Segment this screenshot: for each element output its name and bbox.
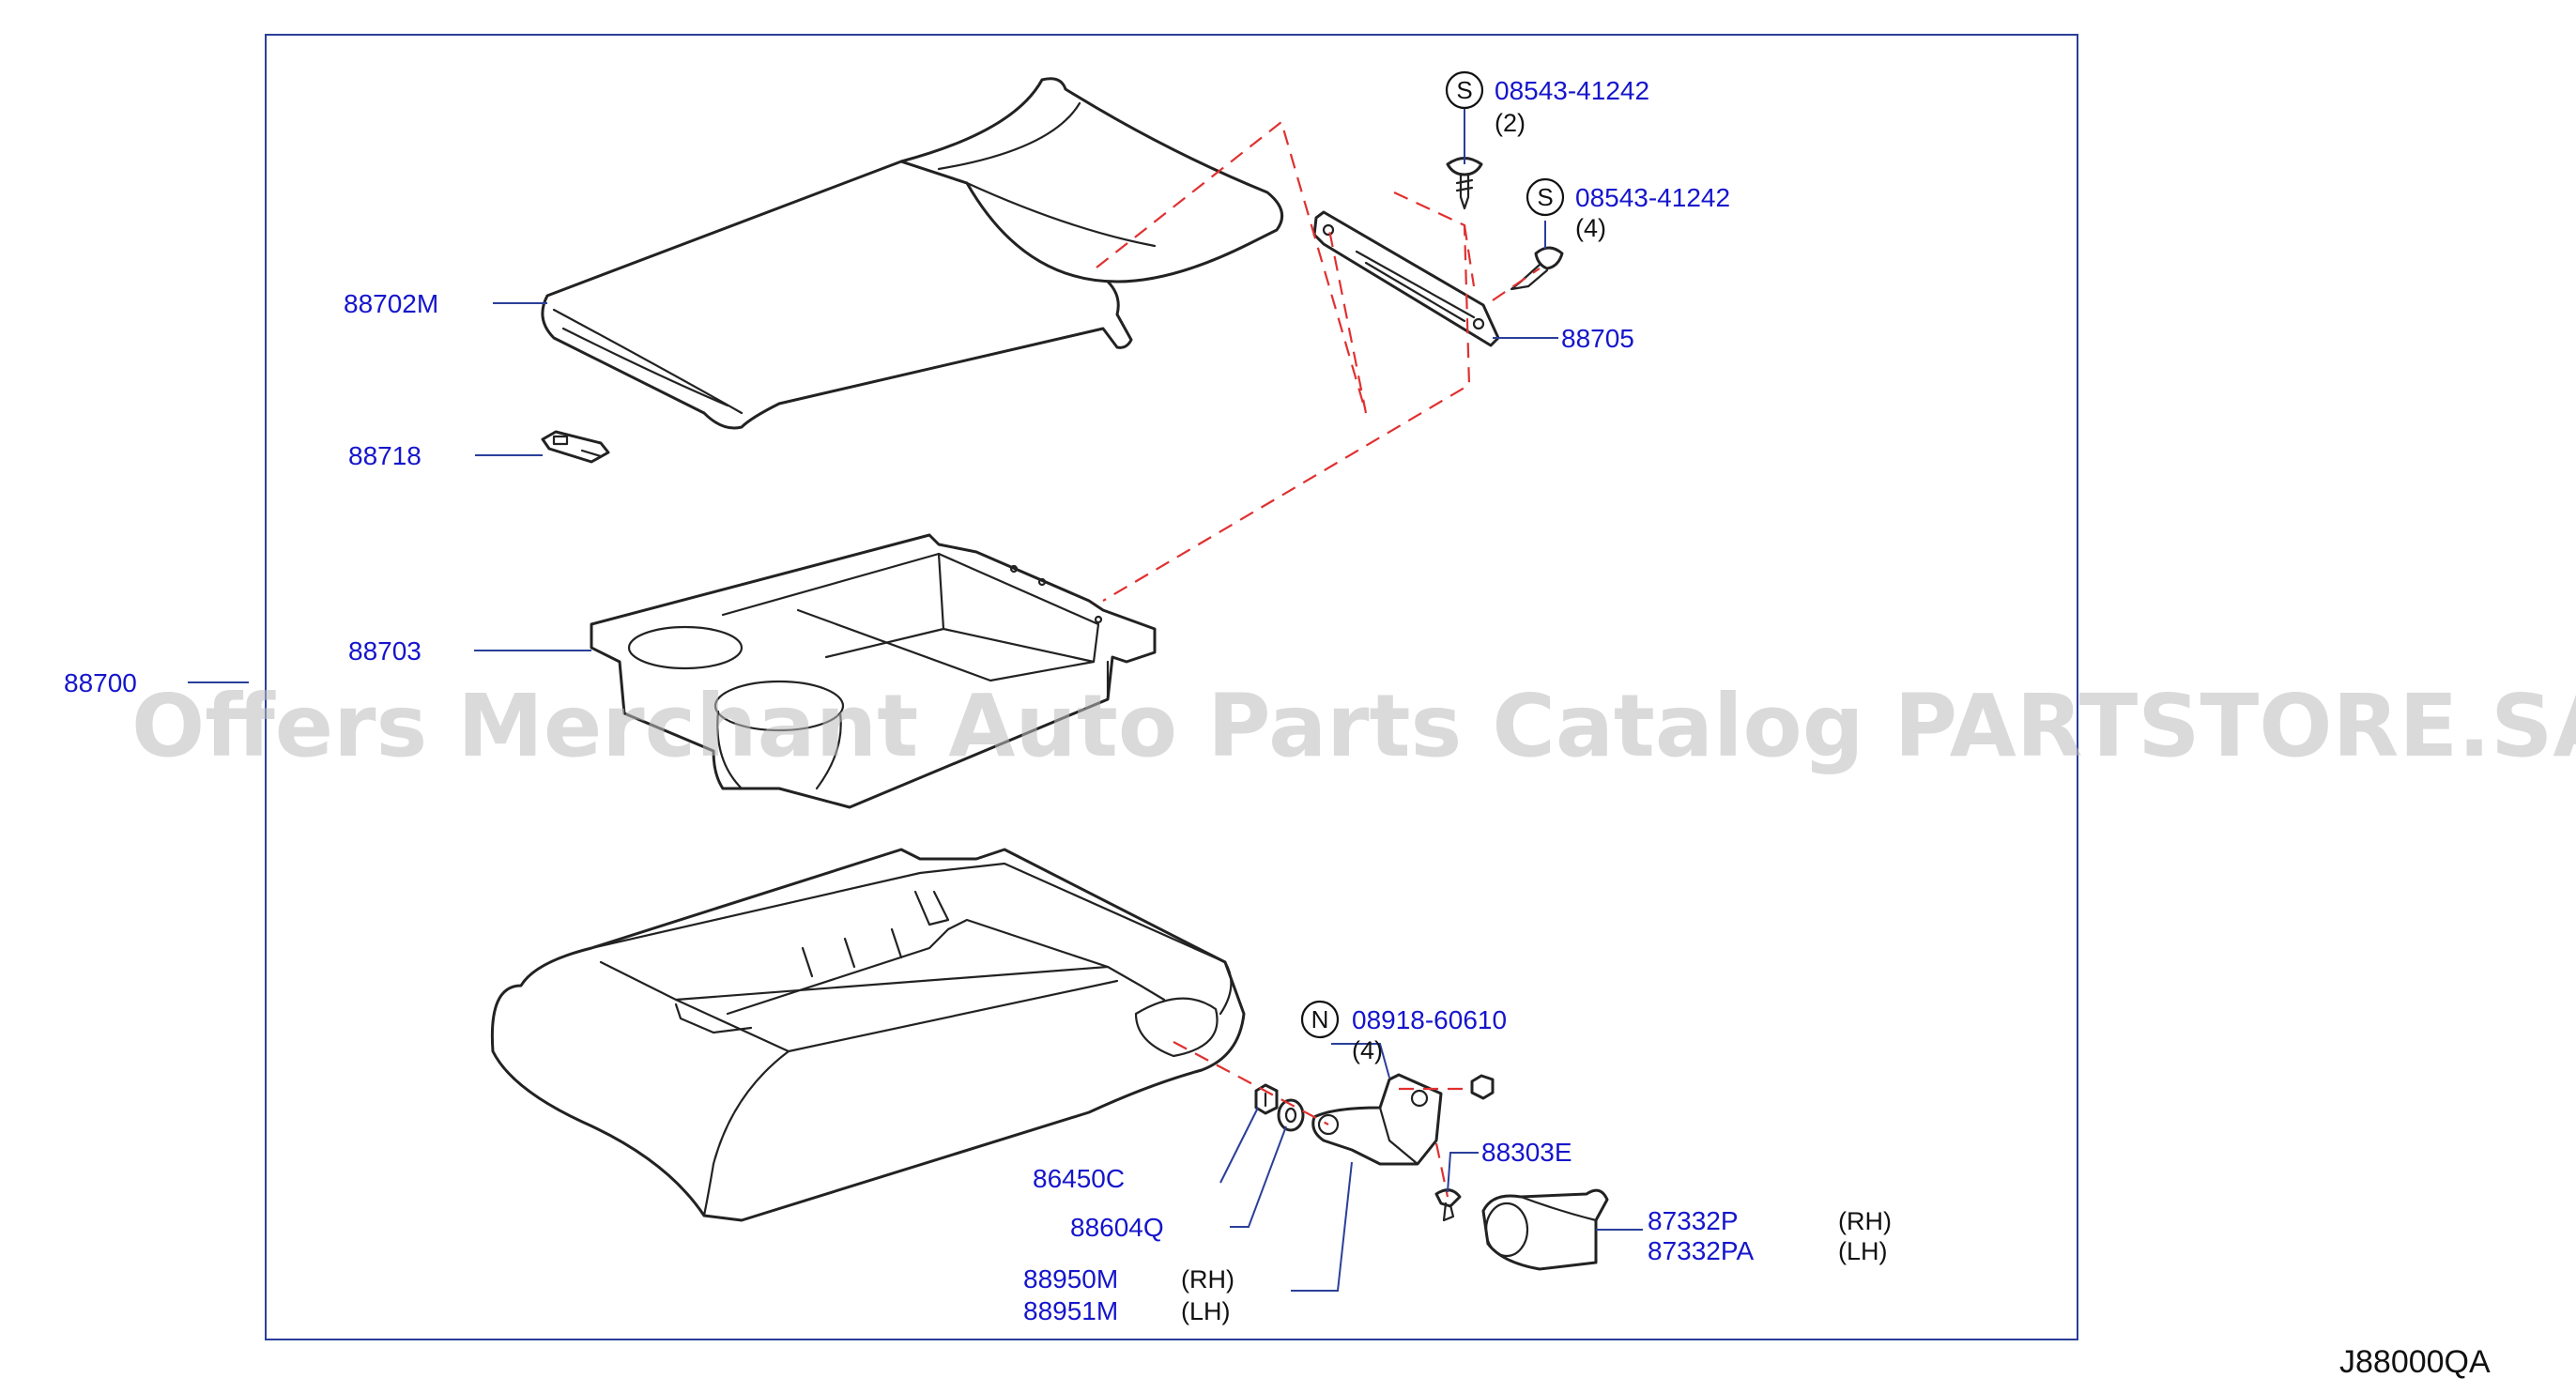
screw-top[interactable] bbox=[1446, 157, 1483, 210]
bracket-illustration[interactable] bbox=[1311, 1073, 1443, 1166]
drawing-code: J88000QA bbox=[2339, 1344, 2491, 1380]
standard-part-callout-2: S 08543-41242 (4) bbox=[1526, 177, 1730, 242]
nut-illustration[interactable] bbox=[1254, 1083, 1279, 1115]
diagram-frame bbox=[265, 34, 2078, 1340]
symbol-letter: S bbox=[1456, 76, 1472, 104]
label-assembly: 88700 bbox=[64, 668, 137, 697]
standard-part-number: 08543-41242 bbox=[1495, 76, 1649, 105]
standard-part-qty: (4) bbox=[1352, 1036, 1383, 1064]
standard-part-callout-3: N 08918-60610 (4) bbox=[1300, 1000, 1507, 1064]
standard-part-number: 08918-60610 bbox=[1352, 1005, 1507, 1034]
small-nut-illustration[interactable] bbox=[1470, 1074, 1495, 1100]
label-cover-rh-side: (RH) bbox=[1838, 1207, 1892, 1235]
label-bracket-lh: 88951M bbox=[1023, 1296, 1118, 1325]
standard-part-qty: (4) bbox=[1575, 214, 1606, 242]
label-cover-lh-side: (LH) bbox=[1838, 1237, 1888, 1265]
label-clip: 88303E bbox=[1481, 1138, 1572, 1167]
symbol-circle bbox=[1445, 70, 1484, 110]
watermark: Offers Merchant Auto Parts Catalog PARTS… bbox=[131, 676, 2576, 776]
washer-illustration[interactable] bbox=[1277, 1098, 1305, 1132]
symbol-letter: S bbox=[1537, 183, 1553, 211]
label-bracket-lh-side: (LH) bbox=[1181, 1297, 1231, 1325]
clip-illustration[interactable] bbox=[1434, 1188, 1462, 1222]
label-tray: 88703 bbox=[348, 636, 422, 666]
standard-part-number: 08543-41242 bbox=[1575, 183, 1730, 212]
latch-illustration[interactable] bbox=[541, 430, 610, 464]
symbol-letter: N bbox=[1311, 1005, 1329, 1033]
label-bracket-rh: 88950M bbox=[1023, 1264, 1118, 1294]
standard-part-callout-1: S 08543-41242 (2) bbox=[1445, 70, 1649, 137]
symbol-circle bbox=[1300, 1000, 1340, 1039]
label-nut: 86450C bbox=[1033, 1164, 1125, 1193]
label-bracket-rh-side: (RH) bbox=[1181, 1265, 1234, 1294]
hinge-plate-illustration[interactable] bbox=[1312, 210, 1500, 347]
label-cover-lh: 87332PA bbox=[1648, 1236, 1754, 1265]
symbol-circle bbox=[1526, 177, 1565, 217]
label-cover-rh: 87332P bbox=[1648, 1206, 1739, 1235]
standard-part-qty: (2) bbox=[1495, 109, 1526, 137]
cover-illustration[interactable] bbox=[1481, 1188, 1609, 1271]
base-illustration[interactable] bbox=[490, 848, 1246, 1222]
label-hinge-plate: 88705 bbox=[1561, 324, 1634, 353]
tray-illustration[interactable] bbox=[590, 533, 1157, 809]
label-washer: 88604Q bbox=[1070, 1213, 1164, 1242]
label-lid: 88702M bbox=[344, 289, 438, 318]
label-latch: 88718 bbox=[348, 441, 422, 470]
lid-illustration[interactable] bbox=[541, 77, 1284, 430]
phantom-lines bbox=[1096, 120, 1541, 1198]
leader-lines bbox=[188, 103, 1643, 1292]
